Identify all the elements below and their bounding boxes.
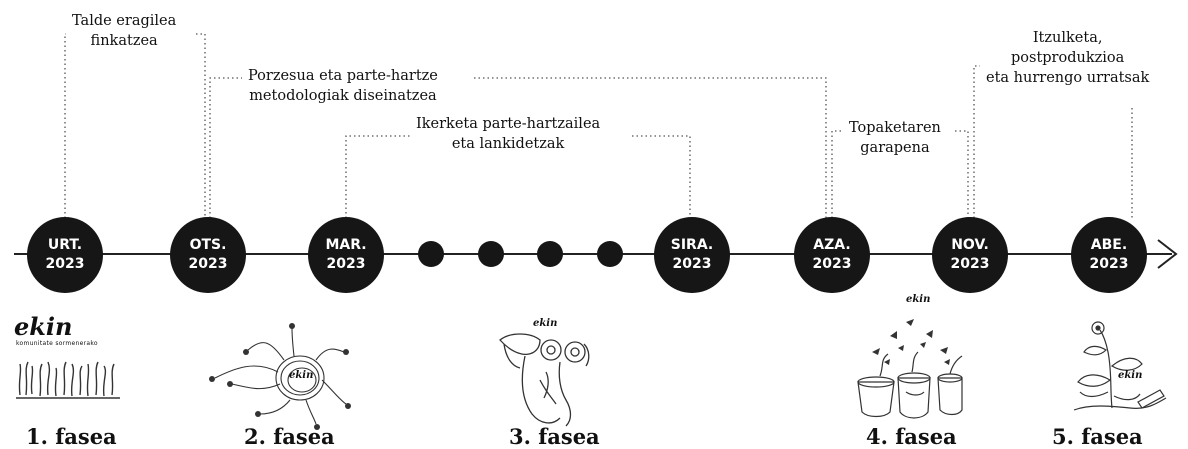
milestone-urt: URT. 2023 (27, 217, 103, 293)
milestone-sira: SIRA. 2023 (654, 217, 730, 293)
activity-line: finkatzea (90, 33, 158, 49)
plant-illustration (1073, 321, 1167, 411)
face-illustration (499, 333, 590, 427)
ekin-logo-small: ekin (289, 370, 314, 381)
leader-talde (64, 33, 75, 218)
milestone-month: SIRA. (670, 237, 714, 253)
activity-talde-eragilea: Talde eragilea finkatzea (66, 11, 183, 51)
milestone-year: 2023 (672, 256, 712, 272)
ekin-logo-small: ekin (1118, 370, 1143, 381)
milestone-year: 2023 (812, 256, 852, 272)
activity-line: postprodukzioa (1011, 50, 1125, 66)
leader-lines (64, 33, 1133, 218)
milestone-ots: OTS. 2023 (170, 217, 246, 293)
leader-ikerketa-right (632, 135, 691, 218)
milestone-month: MAR. (325, 237, 367, 253)
milestone-year: 2023 (950, 256, 990, 272)
activity-topaketaren: Topaketaren garapena (843, 118, 947, 158)
activity-line: garapena (860, 140, 930, 156)
milestone-month: URT. (47, 237, 83, 253)
milestone-aza: AZA. 2023 (794, 217, 870, 293)
milestone-nov: NOV. 2023 (932, 217, 1008, 293)
ellipsis-dot (418, 241, 444, 267)
milestone-year: 2023 (188, 256, 228, 272)
leader-talde-right (196, 33, 206, 218)
activity-line: Itzulketa, (1032, 30, 1103, 46)
activity-line: Topaketaren (849, 120, 941, 136)
ekin-logo-subtitle: komunitate sormenerako (16, 340, 98, 347)
leader-topaketa-right (955, 130, 969, 218)
network-illustration (209, 323, 351, 430)
activity-line: Talde eragilea (72, 13, 177, 29)
leader-itzulketa (973, 65, 986, 218)
milestone-month: ABE. (1090, 237, 1128, 253)
activity-itzulketa: Itzulketa, postprodukzioa eta hurrengo u… (980, 28, 1156, 88)
milestone-year: 2023 (45, 256, 85, 272)
flowerpots-illustration (857, 319, 963, 419)
activity-line: Porzesua eta parte-hartze (248, 68, 438, 84)
leader-topaketa (831, 130, 846, 218)
activity-line: eta lankidetzak (451, 136, 565, 152)
activity-porzesua: Porzesua eta parte-hartze metodologiak d… (242, 66, 444, 106)
milestone-year: 2023 (326, 256, 366, 272)
milestone-year: 2023 (1089, 256, 1129, 272)
leader-porzesua (209, 77, 248, 218)
arrow-right-icon (1157, 239, 1178, 269)
phase-5-label: 5. fasea (1052, 424, 1143, 449)
activity-line: Ikerketa parte-hartzailea (416, 116, 601, 132)
phase-4-label: 4. fasea (866, 424, 957, 449)
phase-3-label: 3. fasea (509, 424, 600, 449)
activity-ikerketa: Ikerketa parte-hartzailea eta lankidetza… (410, 114, 607, 154)
activity-line: eta hurrengo urratsak (986, 70, 1150, 86)
milestone-month: AZA. (813, 237, 851, 253)
phase-1-label: 1. fasea (26, 424, 117, 449)
ellipsis-dot (537, 241, 563, 267)
milestone-abe: ABE. 2023 (1071, 217, 1147, 293)
ekin-logo-small: ekin (906, 294, 931, 305)
ellipsis-dot (478, 241, 504, 267)
leader-ikerketa (345, 135, 414, 218)
milestone-month: NOV. (951, 237, 989, 253)
ellipsis-dot (597, 241, 623, 267)
activity-line: metodologiak diseinatzea (249, 88, 437, 104)
milestone-month: OTS. (189, 237, 227, 253)
milestone-mar: MAR. 2023 (308, 217, 384, 293)
ekin-logo: ekin (14, 312, 73, 341)
phase-2-label: 2. fasea (244, 424, 335, 449)
ekin-logo-small: ekin (533, 318, 558, 329)
hands-illustration (16, 361, 120, 399)
leader-porzesua-right (474, 77, 827, 218)
